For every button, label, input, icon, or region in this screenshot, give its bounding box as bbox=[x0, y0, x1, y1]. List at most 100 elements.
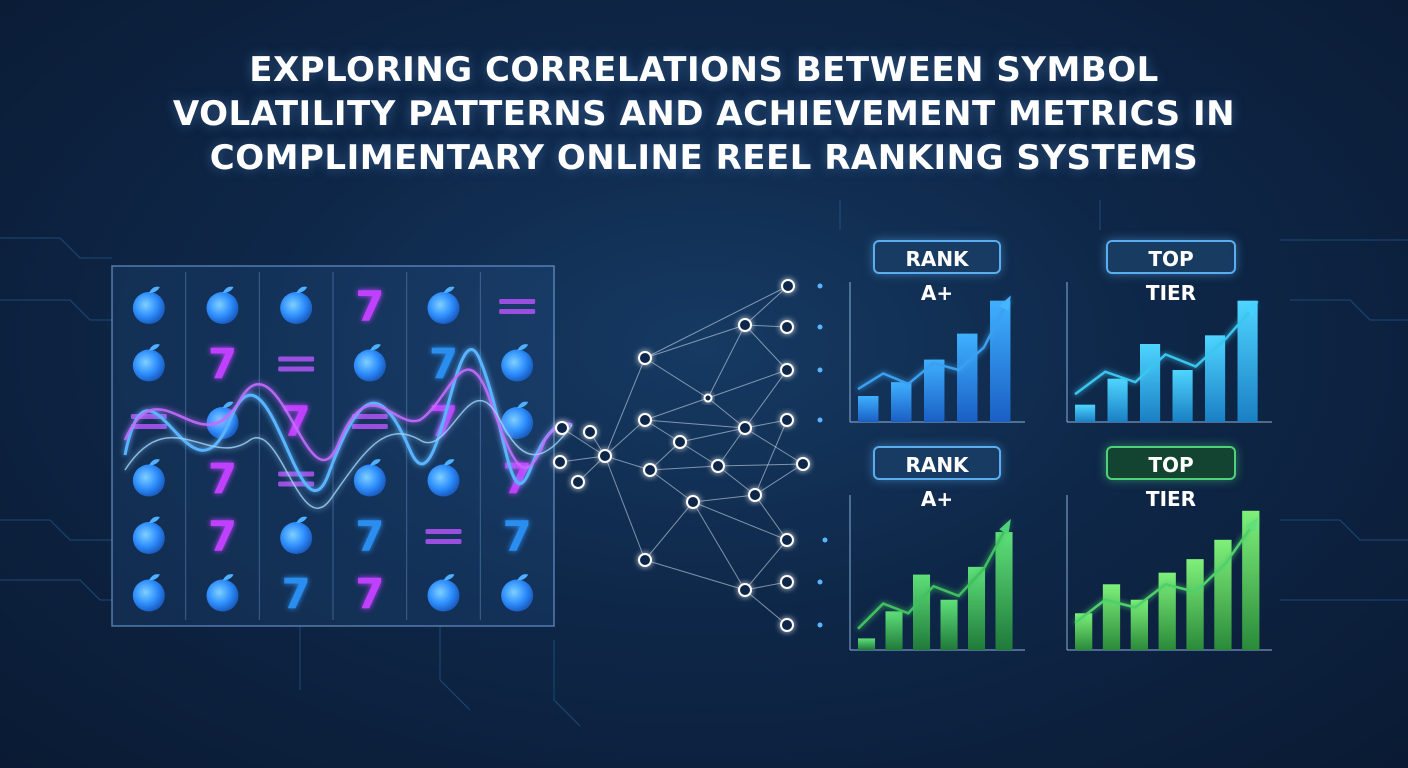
reel-symbol-seven: 7 bbox=[208, 340, 237, 389]
reel-symbol-fruit bbox=[427, 574, 460, 612]
network-node bbox=[738, 318, 752, 332]
chart-bar bbox=[1107, 378, 1128, 422]
fruit-leaf bbox=[517, 344, 529, 351]
fruit-leaf bbox=[148, 286, 160, 293]
reel-symbol-fruit bbox=[132, 286, 165, 324]
fruit-icon bbox=[206, 292, 239, 324]
network-edge bbox=[707, 397, 746, 429]
network-edge bbox=[707, 324, 746, 399]
chart-bar bbox=[1075, 613, 1093, 650]
network-edge bbox=[744, 419, 788, 429]
seven-icon: 7 bbox=[208, 455, 237, 504]
fruit-icon bbox=[280, 522, 313, 554]
chart-bar bbox=[913, 574, 931, 650]
network-node bbox=[780, 618, 794, 632]
network-output-dot bbox=[822, 537, 828, 543]
reel-symbol-fruit bbox=[501, 574, 534, 612]
reel-symbol-seven: 7 bbox=[503, 512, 532, 561]
reel-symbol-bar bbox=[278, 356, 315, 372]
seven-icon: 7 bbox=[208, 512, 237, 561]
network-output-dot bbox=[817, 324, 823, 330]
network-node bbox=[780, 575, 794, 589]
bar-icon-bottom bbox=[351, 424, 388, 429]
network-edge bbox=[649, 469, 694, 503]
chart-trend-line bbox=[857, 521, 1011, 630]
network-node bbox=[638, 553, 652, 567]
fruit-icon bbox=[501, 407, 534, 439]
network-edge bbox=[744, 369, 788, 429]
fruit-icon bbox=[132, 292, 165, 324]
network-node bbox=[571, 475, 585, 489]
fruit-icon bbox=[132, 579, 165, 612]
chart-bar bbox=[1158, 572, 1176, 650]
network-node bbox=[780, 363, 794, 377]
fruit-icon bbox=[206, 579, 239, 612]
badge-tier-top: TOP TIER bbox=[1106, 240, 1236, 305]
reel-symbol-bar bbox=[425, 529, 462, 544]
reel-symbol-seven: 7 bbox=[355, 512, 384, 561]
fruit-leaf bbox=[296, 516, 308, 523]
fruit-icon bbox=[280, 292, 313, 324]
network-edge bbox=[561, 427, 606, 457]
network-node bbox=[638, 351, 652, 365]
chart-bar bbox=[1075, 404, 1096, 422]
chart-bar bbox=[990, 300, 1011, 422]
chart-panel bbox=[1066, 282, 1272, 423]
chart-trend-line bbox=[857, 298, 1011, 391]
network-node bbox=[711, 459, 725, 473]
chart-arrow-icon bbox=[999, 518, 1011, 535]
reel-symbol-fruit bbox=[206, 574, 239, 612]
fruit-leaf bbox=[517, 574, 529, 581]
network-edge bbox=[717, 463, 804, 467]
badge-rank-top: RANK A+ bbox=[873, 240, 1001, 305]
network-node bbox=[781, 279, 795, 293]
network-edge bbox=[604, 419, 646, 457]
network-edge bbox=[754, 419, 788, 496]
chart-bar bbox=[957, 333, 978, 422]
reel-symbol-fruit bbox=[353, 459, 386, 497]
chart-bar bbox=[891, 382, 912, 422]
network-edge bbox=[604, 357, 646, 457]
fruit-leaf bbox=[443, 286, 455, 293]
network-output-dot bbox=[817, 417, 823, 423]
reel-symbol-fruit bbox=[206, 286, 239, 324]
chart-bar bbox=[1172, 370, 1193, 422]
fruit-leaf bbox=[443, 574, 455, 581]
reel-symbol-fruit bbox=[132, 459, 165, 497]
fruit-leaf bbox=[148, 344, 160, 351]
reel-symbol-seven: 7 bbox=[208, 455, 237, 504]
network-edge bbox=[679, 441, 719, 467]
chart-bar bbox=[1102, 584, 1121, 650]
reel-symbol-seven: 7 bbox=[282, 397, 311, 446]
reel-symbol-fruit bbox=[501, 401, 534, 439]
network-edge bbox=[692, 501, 788, 541]
network-edge bbox=[692, 494, 756, 503]
network-node bbox=[673, 435, 687, 449]
network-edge bbox=[717, 427, 746, 467]
network-edge bbox=[559, 455, 606, 463]
network-edge bbox=[649, 465, 719, 471]
fruit-leaf bbox=[443, 459, 455, 466]
chart-trend-line bbox=[1074, 519, 1258, 624]
fruit-leaf bbox=[517, 401, 529, 408]
network-edge bbox=[679, 427, 746, 443]
network-output-dot bbox=[817, 579, 823, 585]
chart-bar bbox=[858, 396, 879, 422]
fruit-leaf bbox=[148, 516, 160, 523]
fruit-leaf bbox=[296, 286, 308, 293]
chart-bar bbox=[1186, 559, 1204, 650]
network-node bbox=[780, 533, 794, 547]
network-edge bbox=[717, 465, 756, 496]
reel-symbol-seven: 7 bbox=[355, 282, 384, 331]
headline-line-3: COMPLIMENTARY ONLINE REEL RANKING SYSTEM… bbox=[209, 138, 1199, 178]
chart-bar bbox=[1130, 599, 1148, 650]
network-edge bbox=[754, 463, 804, 496]
network-node bbox=[780, 320, 794, 334]
badge-rank-bottom: RANK A+ bbox=[873, 446, 1001, 511]
reel-symbol-fruit bbox=[280, 286, 313, 324]
seven-icon: 7 bbox=[503, 512, 532, 561]
seven-icon: 7 bbox=[355, 512, 384, 561]
fruit-icon bbox=[353, 349, 386, 382]
network-edge bbox=[744, 427, 804, 465]
